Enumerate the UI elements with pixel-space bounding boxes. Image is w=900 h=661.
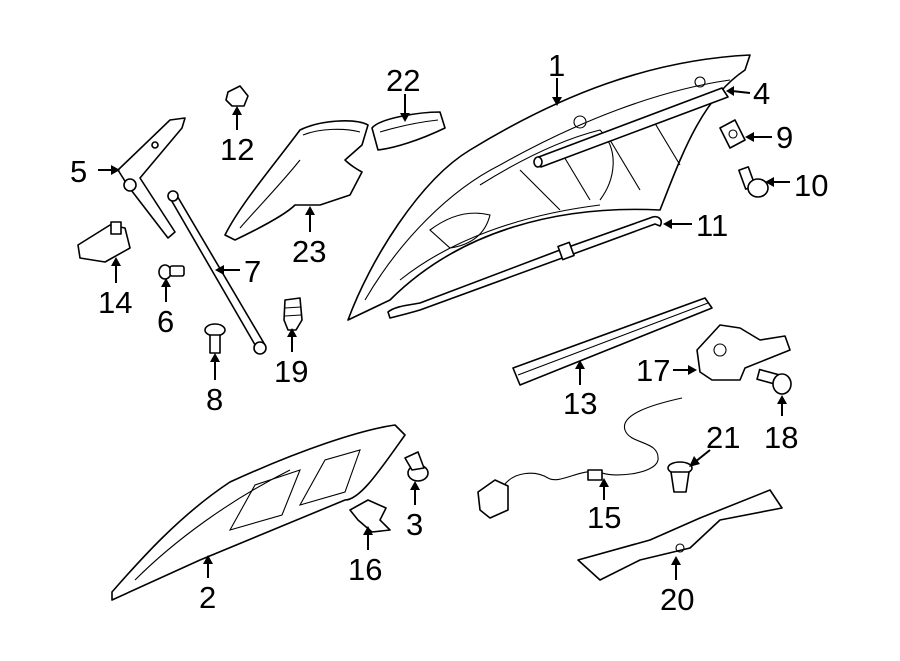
callout-21: 21 <box>706 420 740 455</box>
callout-4: 4 <box>753 76 770 111</box>
callout-3: 3 <box>406 507 423 542</box>
part-5-hinge[interactable] <box>117 117 186 239</box>
part-14-bracket[interactable] <box>77 221 131 263</box>
part-23-deflector[interactable] <box>224 120 369 241</box>
callout-6: 6 <box>157 304 174 339</box>
part-18-bolt[interactable] <box>756 368 792 395</box>
callout-10: 10 <box>794 168 828 203</box>
part-11-prop-rod[interactable] <box>387 215 663 319</box>
part-20-shield[interactable] <box>577 489 783 581</box>
part-21-clip[interactable] <box>667 461 693 493</box>
callout-19: 19 <box>274 354 308 389</box>
part-8-bolt[interactable] <box>204 323 226 354</box>
part-15-release-cable[interactable] <box>477 397 683 519</box>
part-22-pad[interactable] <box>371 111 446 151</box>
callout-16: 16 <box>348 552 382 587</box>
callout-13: 13 <box>563 386 597 421</box>
callout-14: 14 <box>98 285 132 320</box>
part-9-nut[interactable] <box>719 119 746 149</box>
part-19-bumper[interactable] <box>283 297 303 331</box>
leader-lines <box>98 78 790 580</box>
callout-7: 7 <box>244 254 261 289</box>
callout-15: 15 <box>587 500 621 535</box>
part-12-clip[interactable] <box>225 85 249 107</box>
callout-20: 20 <box>660 582 694 617</box>
callout-2: 2 <box>199 580 216 615</box>
callout-8: 8 <box>206 382 223 417</box>
callout-23: 23 <box>292 234 326 269</box>
callout-labels: 1 2 3 4 5 6 7 8 9 10 11 12 13 14 15 16 1… <box>70 48 828 617</box>
part-2-insulator[interactable] <box>111 424 406 601</box>
part-4-weatherstrip[interactable] <box>533 87 729 168</box>
part-3-clip[interactable] <box>404 451 429 482</box>
part-13-seal[interactable] <box>512 297 713 386</box>
part-7-lift-support[interactable] <box>167 190 267 355</box>
part-16-retainer[interactable] <box>349 499 391 533</box>
callout-9: 9 <box>776 120 793 155</box>
part-17-latch[interactable] <box>696 324 791 381</box>
callout-5: 5 <box>70 154 87 189</box>
callout-11: 11 <box>696 208 728 243</box>
callout-18: 18 <box>764 420 798 455</box>
callout-1: 1 <box>548 48 565 83</box>
callout-22: 22 <box>386 63 420 98</box>
part-6-bolt[interactable] <box>158 264 185 280</box>
callout-17: 17 <box>636 353 670 388</box>
part-10-bolt[interactable] <box>738 166 769 198</box>
callout-12: 12 <box>220 132 254 167</box>
